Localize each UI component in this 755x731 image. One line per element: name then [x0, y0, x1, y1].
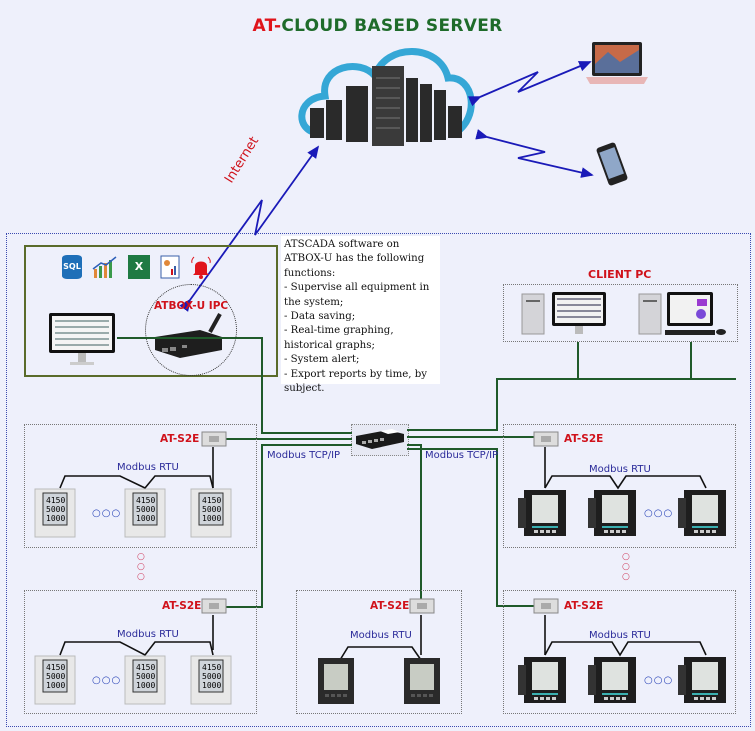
modbus-tcp-label-right: Modbus TCP/IP [425, 450, 499, 461]
power-meter-icon [678, 657, 726, 703]
svg-text:1000: 1000 [136, 681, 155, 690]
more-meters-ellipsis: ○○○ [644, 675, 674, 686]
at-s2e-gateway-icon [201, 431, 227, 447]
atbox-label: ATBOX-U IPC [154, 300, 229, 312]
vertical-ellipsis-right: ○○○ [622, 552, 630, 582]
title-main: CLOUD BASED SERVER [281, 16, 503, 36]
svg-text:1000: 1000 [46, 681, 65, 690]
laptop-icon [586, 42, 648, 84]
info-line: - Real-time graphing, historical graphs; [284, 325, 394, 351]
atbox-panel [24, 245, 278, 377]
meter-group-bottom-right [503, 590, 736, 714]
at-s2e-gateway-icon [409, 598, 435, 614]
svg-text:1000: 1000 [202, 681, 221, 690]
info-line: - Export reports by time, by subject. [284, 368, 428, 395]
at-s2e-gateway-icon [533, 431, 559, 447]
meter-group-bottom-center [296, 590, 462, 714]
gateway-label: AT-S2E [162, 600, 202, 612]
client-pc-2-icon [638, 292, 726, 335]
svg-text:4150: 4150 [46, 496, 65, 505]
ethernet-switch-icon [356, 429, 404, 449]
modbus-rtu-label: Modbus RTU [589, 464, 651, 475]
svg-text:4150: 4150 [136, 663, 155, 672]
excel-icon: X [128, 255, 150, 279]
client-pc-1-icon [521, 292, 606, 335]
modbus-rtu-label: Modbus RTU [117, 629, 179, 640]
title-prefix: AT- [252, 16, 282, 36]
smartphone-icon [596, 142, 628, 186]
power-meter-icon [518, 657, 566, 703]
power-meter-icon [518, 490, 566, 536]
gateway-label: AT-S2E [370, 600, 410, 612]
svg-text:4150: 4150 [46, 663, 65, 672]
more-meters-ellipsis: ○○○ [644, 508, 674, 519]
svg-text:5000: 5000 [202, 672, 221, 681]
power-meter-icon [678, 490, 726, 536]
gateway-label: AT-S2E [160, 433, 200, 445]
modbus-rtu-label: Modbus RTU [589, 630, 651, 641]
info-line: - Supervise all equipment in the system; [284, 282, 430, 308]
svg-text:1000: 1000 [46, 514, 65, 523]
svg-text:5000: 5000 [46, 672, 65, 681]
modbus-rtu-label: Modbus RTU [350, 630, 412, 641]
svg-text:4150: 4150 [202, 496, 221, 505]
info-line: - Data saving; [284, 311, 356, 323]
info-line: ATSCADA software on ATBOX-U has the foll… [284, 239, 425, 279]
at-s2e-gateway-icon [533, 598, 559, 614]
gateway-label: AT-S2E [564, 433, 604, 445]
svg-text:1000: 1000 [136, 514, 155, 523]
power-meter-icon [588, 657, 636, 703]
svg-text:5000: 5000 [46, 505, 65, 514]
client-pc-group [503, 284, 738, 342]
meter-group-top-right [503, 424, 736, 548]
meter-group-top-left [24, 424, 257, 548]
power-meter-icon [404, 658, 440, 704]
info-line: - System alert; [284, 354, 360, 366]
software-icons-row: SQL X [62, 255, 212, 279]
report-icon [160, 255, 180, 279]
modbus-rtu-label: Modbus RTU [117, 462, 179, 473]
more-meters-ellipsis: ○○○ [92, 508, 122, 519]
plant-network-area [6, 233, 751, 727]
vertical-ellipsis-left: ○○○ [137, 552, 145, 582]
svg-text:4150: 4150 [202, 663, 221, 672]
cloud-server-icon [298, 48, 475, 146]
at-s2e-gateway-icon [201, 598, 227, 614]
diagram-title: AT-CLOUD BASED SERVER [0, 16, 755, 36]
software-functions-box: ATSCADA software on ATBOX-U has the foll… [281, 236, 440, 394]
power-meter-icon [588, 490, 636, 536]
chart-icon [92, 256, 117, 278]
svg-text:5000: 5000 [136, 505, 155, 514]
svg-text:1000: 1000 [202, 514, 221, 523]
monitor-icon [49, 313, 115, 365]
client-pc-label: CLIENT PC [588, 268, 652, 281]
power-meter-icon [318, 658, 354, 704]
more-meters-ellipsis: ○○○ [92, 675, 122, 686]
svg-text:5000: 5000 [136, 672, 155, 681]
modbus-tcp-label-left: Modbus TCP/IP [267, 450, 341, 461]
atbox-highlight [145, 284, 237, 376]
gateway-label: AT-S2E [564, 600, 604, 612]
svg-text:4150: 4150 [136, 496, 155, 505]
svg-text:5000: 5000 [202, 505, 221, 514]
alarm-bell-icon [191, 256, 211, 279]
sql-database-icon: SQL [62, 255, 82, 279]
meter-group-bottom-left [24, 590, 257, 714]
